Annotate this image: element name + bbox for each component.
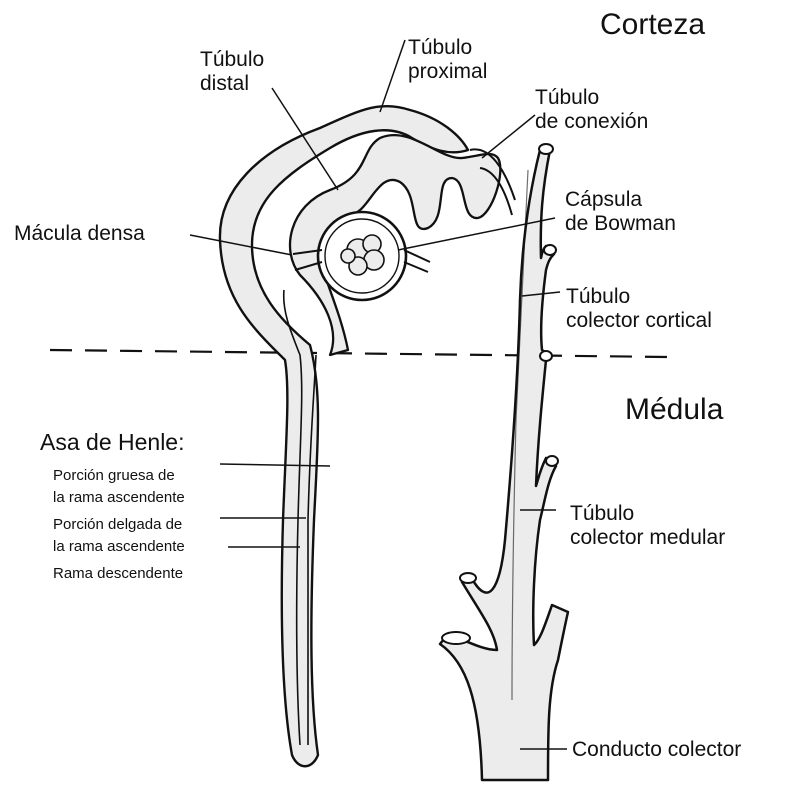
medullary-collecting-tubule-label: Túbulo colector medular [570, 502, 725, 550]
proximal-tubule-label-line2: proximal [408, 60, 487, 84]
duct-branch-tip [442, 632, 470, 644]
connecting-tubule-label: Túbulo de conexión [535, 86, 648, 134]
cortex-medulla-boundary [50, 350, 670, 357]
medulla-label: Médula [625, 393, 723, 428]
thin-ascending-limb-label-line2: la rama ascendente [53, 538, 185, 555]
connecting-tubule-label-line1: Túbulo [535, 86, 648, 110]
duct-branch-tip [544, 245, 556, 255]
loop-of-henle-label: Asa de Henle: [40, 429, 184, 455]
thick-ascending-limb-label-line1: Porción gruesa de [53, 467, 185, 484]
medullary-collecting-tubule-label-line1: Túbulo [570, 502, 725, 526]
cortical-collecting-tubule-label: Túbulo colector cortical [566, 285, 712, 333]
proximal-tubule-label: Túbulo proximal [408, 36, 487, 84]
distal-tubule-label: Túbulo distal [200, 48, 264, 96]
bowman-capsule-label-line2: de Bowman [565, 212, 676, 236]
duct-branch-tip [460, 573, 476, 583]
thick-ascending-limb-label: Porción gruesa de la rama ascendente [53, 467, 185, 507]
proximal-tubule-label-line1: Túbulo [408, 36, 487, 60]
duct-branch-tip [540, 351, 552, 361]
descending-limb-label: Rama descendente [53, 565, 183, 582]
distal-tubule-label-line2: distal [200, 72, 264, 96]
duct-branch-tip [546, 456, 558, 466]
macula-densa-label: Mácula densa [14, 222, 145, 246]
thin-ascending-limb-label: Porción delgada de la rama ascendente [53, 516, 185, 556]
collecting-duct-label: Conducto colector [572, 738, 741, 762]
thick-ascending-limb-label-line2: la rama ascendente [53, 489, 185, 506]
cortical-collecting-tubule-label-line1: Túbulo [566, 285, 712, 309]
duct-branch-tip [539, 144, 553, 154]
connecting-tubule-label-line2: de conexión [535, 110, 648, 134]
bowman-capsule-label: Cápsula de Bowman [565, 188, 676, 236]
cortex-label: Corteza [600, 8, 705, 43]
cortical-collecting-tubule-label-line2: colector cortical [566, 309, 712, 333]
medullary-collecting-tubule-label-line2: colector medular [570, 526, 725, 550]
bowman-capsule-label-line1: Cápsula [565, 188, 676, 212]
distal-tubule-label-line1: Túbulo [200, 48, 264, 72]
thin-ascending-limb-label-line1: Porción delgada de [53, 516, 185, 533]
